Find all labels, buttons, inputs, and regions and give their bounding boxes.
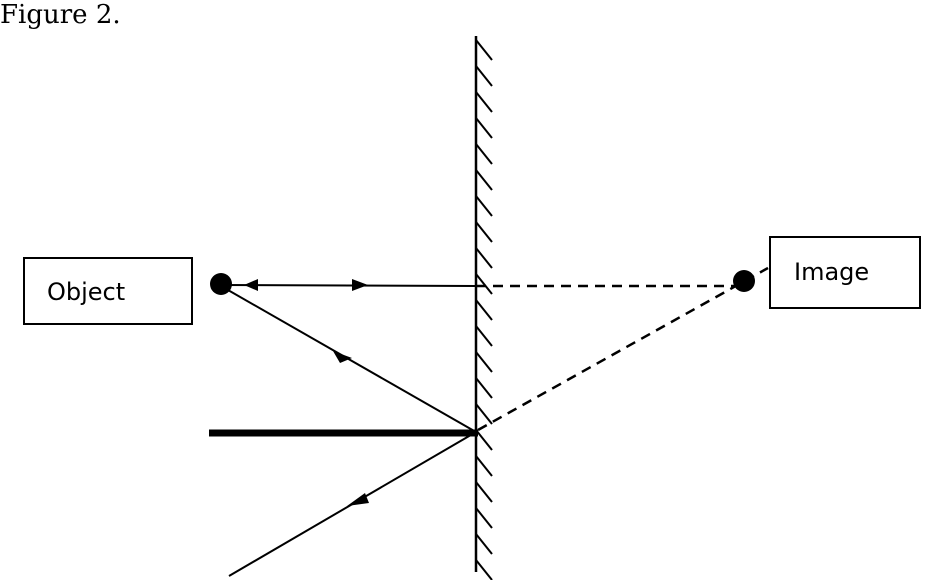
mirror-hatching — [475, 39, 493, 580]
image-point — [733, 270, 755, 292]
hatch-mark — [475, 247, 493, 269]
image-label-box: Image — [769, 236, 921, 309]
hatch-mark — [475, 351, 493, 373]
normal-ray — [220, 279, 477, 291]
virtual-reflected-extension — [477, 266, 769, 432]
virtual-rays — [476, 266, 769, 432]
object-label: Object — [47, 278, 125, 306]
hatch-mark — [475, 325, 493, 347]
incident-ray — [220, 285, 477, 433]
object-label-box: Object — [23, 257, 193, 325]
hatch-mark — [475, 429, 493, 451]
hatch-mark — [475, 299, 493, 321]
hatch-mark — [475, 273, 493, 295]
reflected-arrowhead — [347, 493, 369, 506]
hatch-mark — [475, 65, 493, 87]
hatch-mark — [475, 559, 493, 580]
reflected-ray — [228, 431, 477, 577]
hatch-mark — [475, 143, 493, 165]
figure-title: Figure 2. — [0, 0, 121, 30]
object-point — [210, 273, 232, 295]
hatch-mark — [475, 377, 493, 399]
hatch-mark — [475, 403, 493, 425]
image-label: Image — [794, 258, 869, 286]
hatch-mark — [475, 91, 493, 113]
incident-arrowhead — [333, 351, 352, 363]
hatch-mark — [475, 507, 493, 529]
hatch-mark — [475, 533, 493, 555]
hatch-mark — [475, 117, 493, 139]
hatch-mark — [475, 169, 493, 191]
hatch-mark — [475, 455, 493, 477]
hatch-mark — [475, 481, 493, 503]
arrowhead-left — [244, 279, 258, 291]
arrowhead-right — [352, 279, 368, 291]
hatch-mark — [475, 195, 493, 217]
hatch-mark — [475, 39, 493, 61]
plane-mirror — [474, 36, 493, 580]
hatch-mark — [475, 221, 493, 243]
